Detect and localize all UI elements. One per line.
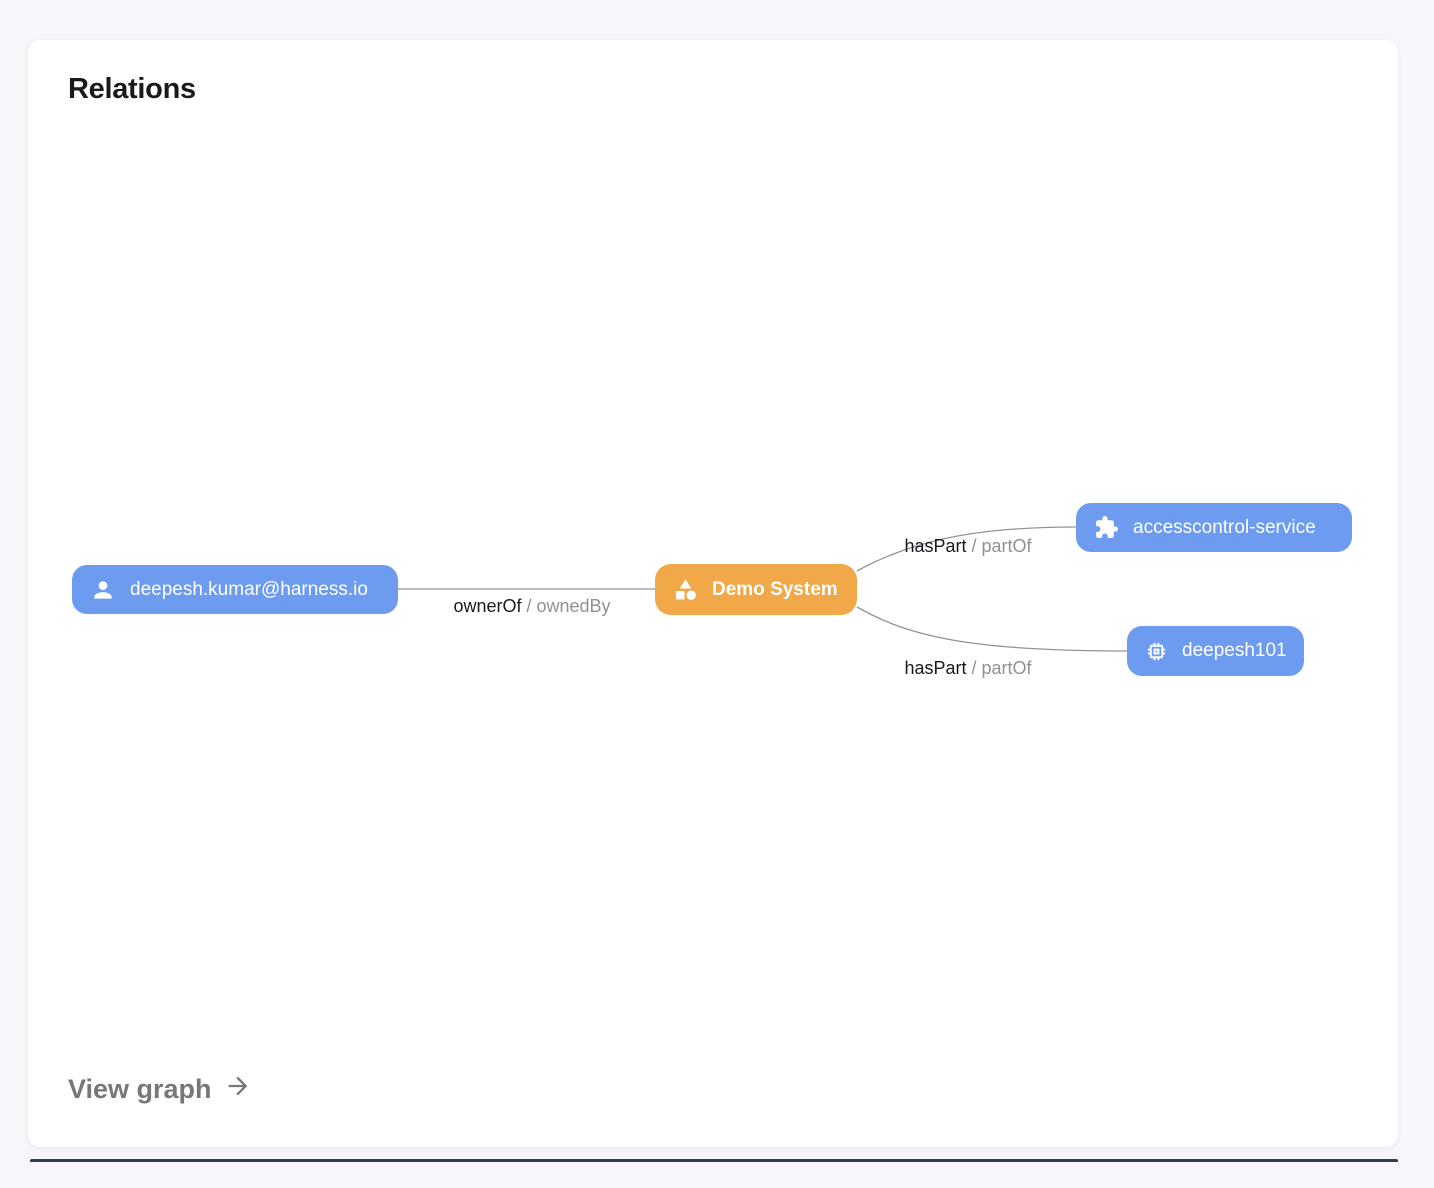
node-user[interactable]: deepesh.kumar@harness.io (72, 565, 398, 614)
node-label: accesscontrol-service (1133, 516, 1316, 538)
node-demo-system[interactable]: Demo System (655, 564, 857, 615)
edge-label-primary: hasPart (904, 658, 967, 678)
extension-icon (1094, 515, 1119, 540)
memory-icon (1145, 640, 1168, 663)
edge-label-haspart-1: hasPart / partOf (904, 536, 1031, 557)
edge-label-reverse: / partOf (971, 536, 1032, 556)
relations-card: Relations ownerOf / ownedBy hasPart / pa… (28, 40, 1398, 1147)
view-graph-link[interactable]: View graph (68, 1072, 252, 1107)
node-label: deepesh101 (1182, 640, 1287, 661)
edge-label-reverse: / ownedBy (526, 596, 611, 616)
person-icon (90, 577, 116, 603)
edge-label-haspart-2: hasPart / partOf (904, 658, 1031, 679)
card-title: Relations (68, 73, 196, 105)
category-icon (673, 577, 698, 602)
node-label: deepesh.kumar@harness.io (130, 578, 368, 600)
node-accesscontrol-service[interactable]: accesscontrol-service (1076, 503, 1352, 552)
next-card-top-edge (30, 1159, 1398, 1162)
edge-label-primary: ownerOf (453, 596, 522, 616)
edge-label-reverse: / partOf (971, 658, 1032, 678)
view-graph-label: View graph (68, 1074, 212, 1104)
arrow-right-icon (224, 1072, 252, 1107)
edge-label-primary: hasPart (904, 536, 967, 556)
node-label: Demo System (712, 578, 838, 600)
node-deepesh101[interactable]: deepesh101 (1127, 626, 1304, 676)
edge-label-ownerof: ownerOf / ownedBy (453, 596, 610, 617)
relations-graph: ownerOf / ownedBy hasPart / partOf hasPa… (28, 40, 1398, 1147)
edge-haspart-line-2 (856, 606, 1128, 652)
